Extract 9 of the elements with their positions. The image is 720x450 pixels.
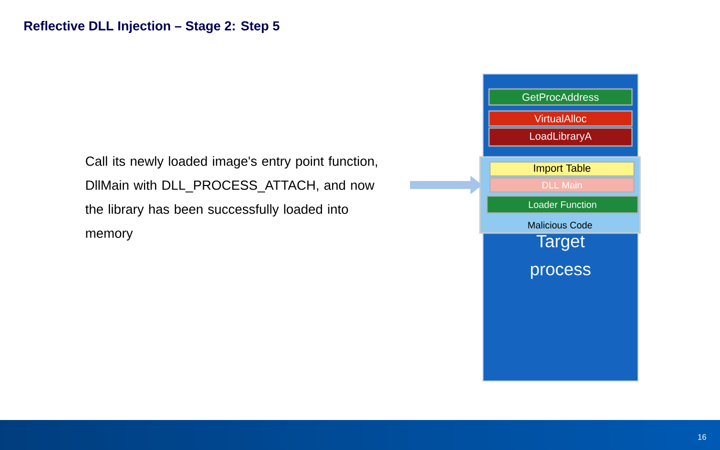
memory-block: VirtualAlloc — [488, 110, 633, 127]
page-number: 16 — [698, 434, 706, 440]
slide-title: Reflective DLL Injection – Stage 2: Step 5 — [24, 20, 280, 34]
memory-block: Import Table — [489, 161, 635, 177]
memory-block: Loader Function — [486, 195, 639, 214]
memory-block: GetProcAddress — [488, 88, 633, 106]
memory-block: DLL Main — [489, 177, 635, 193]
memory-block: LoadLibraryA — [488, 127, 633, 147]
description-text: Call its newly loaded image's entry point function, DllMain with DLL_PROCESS_ATTACH, and now the library has been successfully loaded into memory — [85, 156, 378, 240]
